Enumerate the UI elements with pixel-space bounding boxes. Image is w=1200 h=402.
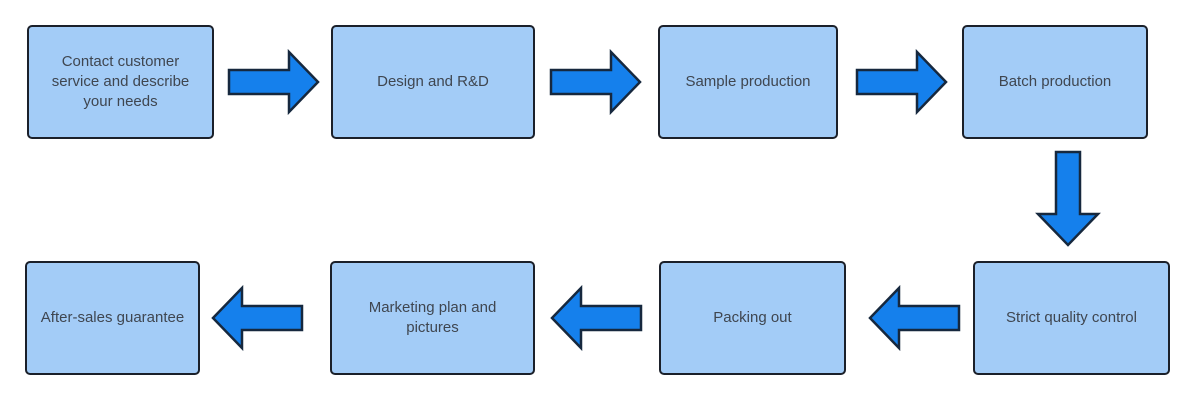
- step-label: Design and R&D: [377, 73, 489, 91]
- step-batch-production: Batch production: [962, 25, 1148, 139]
- step-label: Packing out: [713, 309, 792, 327]
- step-packing-out: Packing out: [659, 261, 846, 375]
- step-contact-customer-service: Contact customer service and describe yo…: [27, 25, 214, 139]
- arrow-left-icon: [550, 285, 643, 351]
- arrow-right-icon: [549, 49, 642, 115]
- step-marketing-plan-and-pictures: Marketing plan and pictures: [330, 261, 535, 375]
- arrow-right-icon: [855, 49, 948, 115]
- step-label: Batch production: [998, 73, 1112, 91]
- arrow-left-icon: [211, 285, 304, 351]
- arrow-down-icon: [1035, 150, 1101, 247]
- step-sample-production: Sample production: [658, 25, 838, 139]
- arrow-left-icon: [868, 285, 961, 351]
- step-label: After-sales guarantee: [40, 309, 185, 327]
- step-label: Strict quality control: [1006, 309, 1137, 327]
- step-strict-quality-control: Strict quality control: [973, 261, 1170, 375]
- step-label: Contact customer service and describe yo…: [51, 53, 190, 110]
- step-label: Sample production: [685, 73, 811, 91]
- step-design-and-rnd: Design and R&D: [331, 25, 535, 139]
- step-label: Marketing plan and pictures: [368, 299, 497, 336]
- step-after-sales-guarantee: After-sales guarantee: [25, 261, 200, 375]
- arrow-right-icon: [227, 49, 320, 115]
